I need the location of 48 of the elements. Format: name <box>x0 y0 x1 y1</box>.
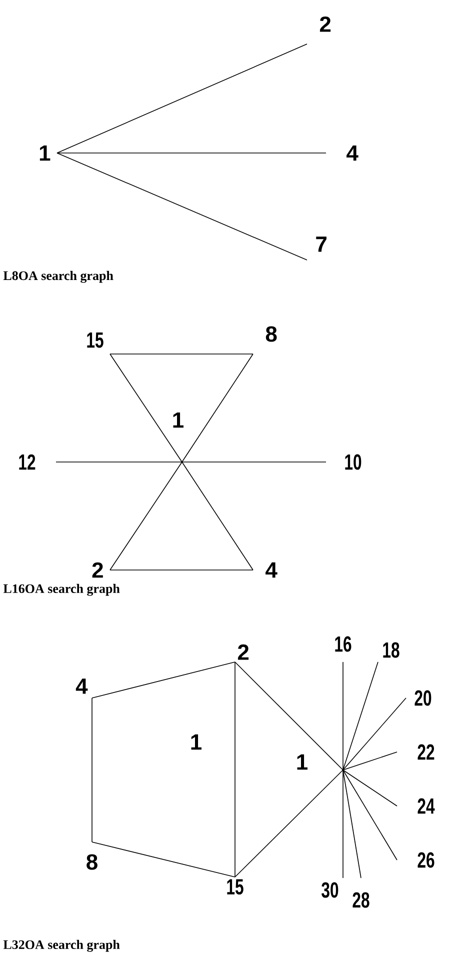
vertex-number: 2 <box>320 16 331 32</box>
figure-caption: L16OA search graph <box>3 584 120 596</box>
graph-line <box>342 662 378 770</box>
vertex-number: 4 <box>346 145 358 161</box>
graph-line <box>110 354 182 462</box>
graph-line <box>342 770 398 860</box>
vertex-number: 24 <box>418 798 435 814</box>
vertex-number: 4 <box>76 678 88 694</box>
vertex-number: 20 <box>414 690 432 706</box>
vertex-number: 22 <box>418 744 434 760</box>
graph-line <box>342 770 398 806</box>
graph-line <box>342 770 362 878</box>
vertex-number: 28 <box>352 892 370 908</box>
region-number: 1 <box>191 734 202 750</box>
vertex-number: 15 <box>87 332 104 348</box>
vertex-number: 2 <box>238 644 249 660</box>
vertex-number: 15 <box>227 879 244 895</box>
vertex-number: 30 <box>322 882 338 898</box>
graph-line <box>56 152 326 154</box>
vertex-number: 18 <box>383 642 400 658</box>
graph-line <box>342 752 398 770</box>
graph-line <box>92 662 236 698</box>
vertex-number: 2 <box>92 562 103 578</box>
vertex-number: 8 <box>86 854 98 870</box>
graph-line <box>110 462 182 570</box>
figure-caption: L8OA search graph <box>3 270 114 283</box>
graph-line <box>92 842 236 878</box>
graph-line <box>182 354 254 462</box>
graph-line <box>234 770 344 878</box>
graph-line <box>182 462 254 570</box>
vertex-number: 16 <box>335 636 352 652</box>
graph-line <box>234 662 236 878</box>
graph-line <box>56 44 308 154</box>
region-number: 1 <box>173 412 184 428</box>
graph-line <box>342 662 344 770</box>
vertex-number: 1 <box>40 145 50 161</box>
vertex-number: 7 <box>316 236 326 252</box>
graph-line <box>342 698 406 770</box>
graph-line <box>234 662 344 770</box>
vertex-number: 10 <box>345 454 362 470</box>
figure-caption: L32OA search graph <box>3 940 120 952</box>
graph-line <box>342 770 344 878</box>
vertex-number: 12 <box>19 454 36 470</box>
vertex-number: 8 <box>266 326 277 342</box>
region-number: 1 <box>297 754 308 770</box>
vertex-number: 4 <box>266 562 278 578</box>
graph-line <box>56 152 308 260</box>
vertex-number: 26 <box>418 852 434 868</box>
